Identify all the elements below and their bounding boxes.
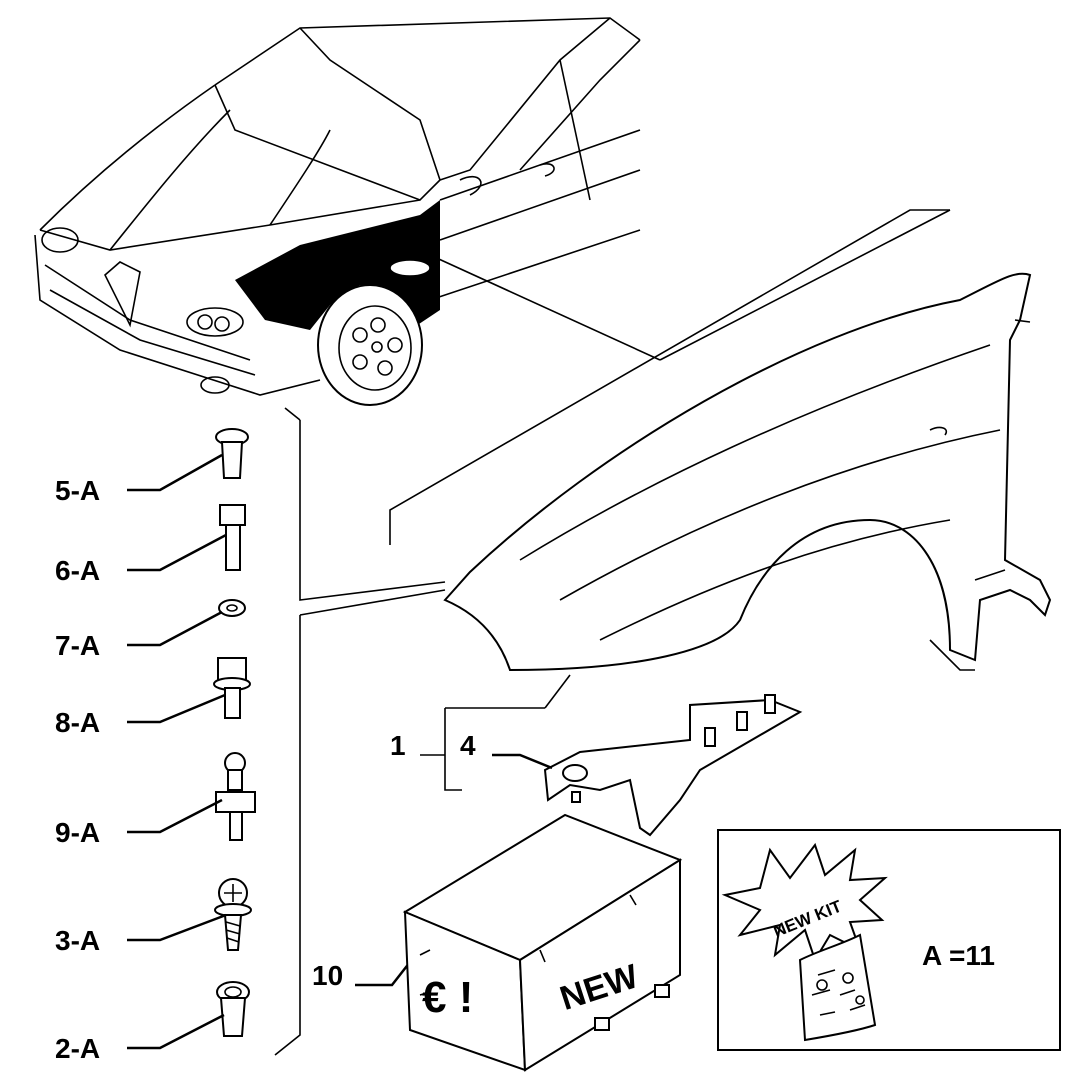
- box-part-10: NEW € !: [402, 813, 683, 1072]
- box-euro-text: € !: [422, 973, 473, 1022]
- car-illustration: [34, 17, 661, 406]
- kit-inset: NEW KIT A =11: [717, 829, 1061, 1051]
- label-4: 4: [460, 730, 476, 761]
- label-10: 10: [312, 960, 343, 991]
- fastener-5-rivet: [215, 428, 249, 479]
- fastener-leaders: [127, 453, 553, 1050]
- fastener-6-bolt: [219, 504, 246, 571]
- fastener-9-ball-stud: [215, 752, 256, 841]
- fastener-2-plug: [216, 981, 250, 1037]
- label-5-a: 5-A: [55, 475, 100, 506]
- frame-lines: [274, 209, 951, 1056]
- fender-part-1: [443, 272, 1052, 672]
- label-6-a: 6-A: [55, 555, 100, 586]
- kit-bag: [798, 933, 877, 1042]
- label-9-a: 9-A: [55, 817, 100, 848]
- part-labels: 5-A 6-A 7-A 8-A 9-A 3-A 2-A 1 4 10: [55, 475, 476, 1064]
- bracket-part-4: [543, 694, 803, 837]
- label-3-a: 3-A: [55, 925, 100, 956]
- kit-equation: A =11: [922, 940, 995, 971]
- fasteners: [213, 428, 256, 1037]
- fastener-7-washer: [218, 599, 246, 617]
- label-1: 1: [390, 730, 406, 761]
- label-7-a: 7-A: [55, 630, 100, 661]
- label-2-a: 2-A: [55, 1033, 100, 1064]
- fastener-3-screw: [214, 878, 252, 951]
- fastener-8-flange-bolt: [213, 657, 251, 719]
- fender-highlight: [235, 200, 440, 330]
- label-8-a: 8-A: [55, 707, 100, 738]
